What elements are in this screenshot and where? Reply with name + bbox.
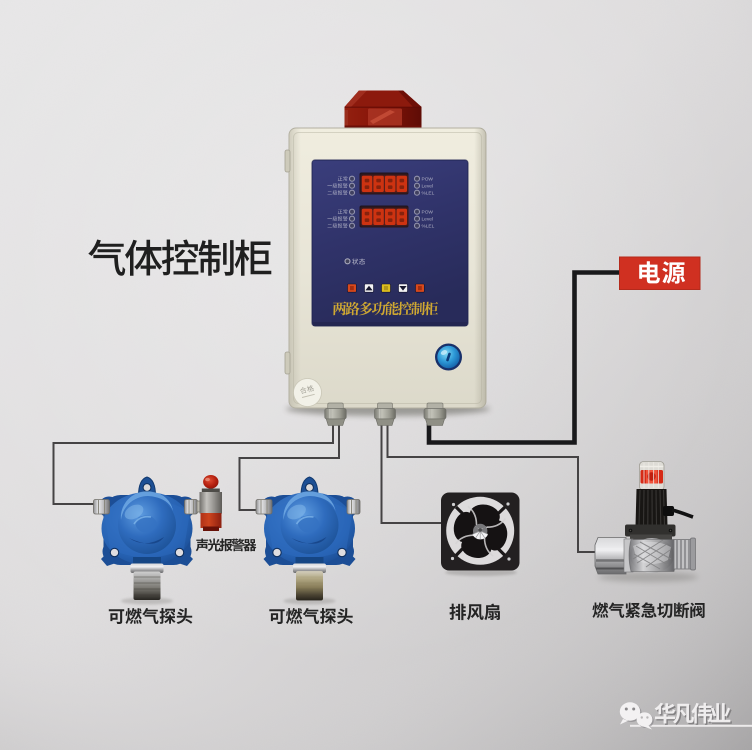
svg-text:Level: Level — [422, 184, 433, 190]
svg-text:%LEL: %LEL — [422, 191, 435, 197]
svg-text:POW: POW — [422, 177, 434, 183]
svg-text:Level: Level — [422, 217, 433, 223]
svg-text:POW: POW — [422, 210, 434, 216]
svg-text:%LEL: %LEL — [422, 224, 435, 230]
